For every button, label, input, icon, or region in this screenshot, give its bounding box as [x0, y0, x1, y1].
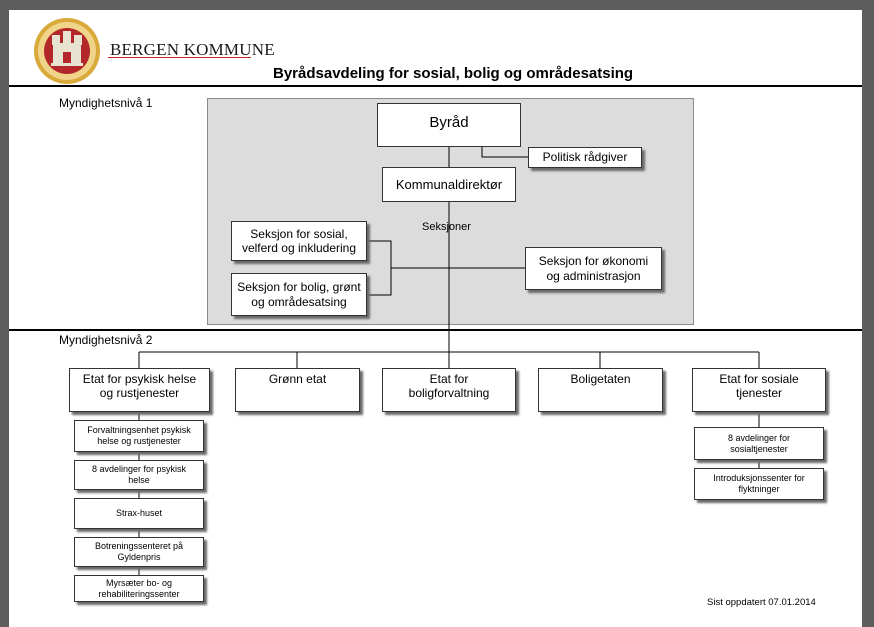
window-frame-right — [862, 0, 874, 627]
seksjon-sosial-box: Seksjon for sosial, velferd og inkluderi… — [231, 221, 367, 261]
etat-psykisk-helse-box: Etat for psykisk helse og rustjenester — [69, 368, 210, 412]
bergen-coat-of-arms-icon — [34, 18, 100, 84]
byrad-box: Byråd — [377, 103, 521, 147]
seksjon-bolig-box: Seksjon for bolig, grønt og områdesatsin… — [231, 273, 367, 316]
sosiale-unit-box: Introduksjonssenter for flyktninger — [694, 468, 824, 500]
sosiale-unit-box: 8 avdelinger for sosialtjenester — [694, 427, 824, 460]
psykisk-unit-box: Botreningssenteret på Gyldenpris — [74, 537, 204, 567]
seksjoner-label: Seksjoner — [422, 221, 471, 233]
page-title: Byrådsavdeling for sosial, bolig og områ… — [273, 65, 634, 82]
brand-name: BERGEN KOMMUNE — [110, 40, 275, 59]
brand-underline — [108, 57, 251, 58]
psykisk-unit-box: Strax-huset — [74, 498, 204, 529]
etat-boligforvaltning-box: Etat for boligforvaltning — [382, 368, 516, 412]
window-frame-top — [0, 0, 874, 10]
kommunaldirektor-box: Kommunaldirektør — [382, 167, 516, 202]
psykisk-unit-box: 8 avdelinger for psykisk helse — [74, 460, 204, 490]
psykisk-unit-box: Forvaltningsenhet psykisk helse og rustj… — [74, 420, 204, 452]
seksjon-okonomi-box: Seksjon for økonomi og administrasjon — [525, 247, 662, 290]
header-separator — [9, 85, 862, 87]
gronn-etat-box: Grønn etat — [235, 368, 360, 412]
level-2-label: Myndighetsnivå 2 — [59, 333, 153, 347]
window-frame-left — [0, 0, 9, 627]
level-1-label: Myndighetsnivå 1 — [59, 96, 153, 110]
boligetaten-box: Boligetaten — [538, 368, 663, 412]
etat-sosiale-tjenester-box: Etat for sosiale tjenester — [692, 368, 826, 412]
psykisk-unit-box: Myrsæter bo- og rehabiliteringssenter — [74, 575, 204, 602]
level-separator — [9, 329, 862, 331]
last-updated: Sist oppdatert 07.01.2014 — [707, 597, 816, 608]
politisk-radgiver-box: Politisk rådgiver — [528, 147, 642, 168]
